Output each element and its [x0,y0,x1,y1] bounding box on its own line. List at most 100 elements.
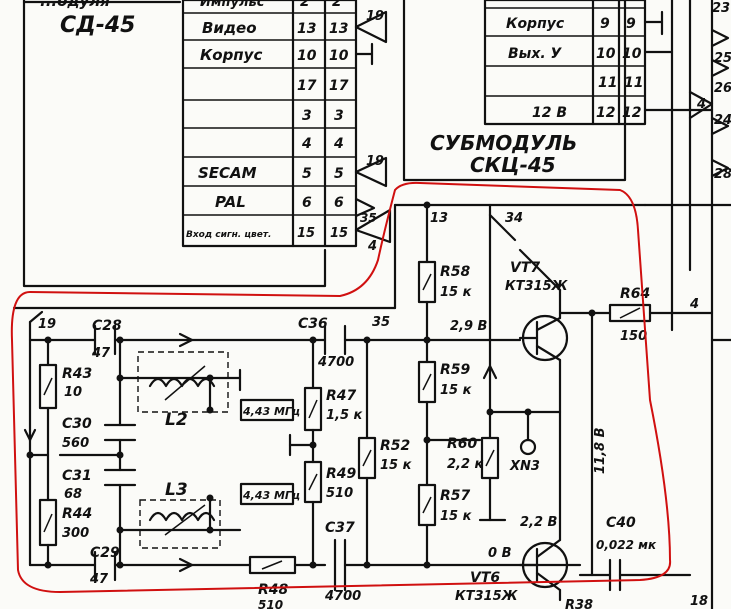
R57-ref: R57 [440,488,471,504]
C31-ref: C31 [62,468,92,484]
R44-value: 300 [62,526,89,541]
R48-ref: R48 [258,582,289,598]
C28-value: 47 [91,346,111,361]
R64-ref: R64 [620,286,650,302]
skc-marker: 4 [696,97,706,112]
C31-value: 68 [64,487,82,502]
inductors [137,351,229,549]
node-4: 4 [689,297,699,312]
C29-value: 47 [89,572,109,587]
sd-pin-a: 13 [297,21,316,37]
sd-marker: 4 [367,239,377,254]
frequency-tags [239,398,295,506]
R44-ref: R44 [62,506,92,522]
skc-pin-signal: Корпус [506,16,565,32]
sd-pin-signal: Импульс [200,0,265,10]
sd-pin-b: 17 [329,78,349,94]
C36-ref: C36 [298,316,328,332]
right-number: 28 [714,167,731,182]
sd-marker: 35 [360,211,377,225]
skc-pin-signal: Вых. У [508,46,563,62]
sd-pin-a: 15 [297,226,315,241]
C36-value: 4700 [317,355,354,370]
right-number: 23 [712,1,730,16]
F1-value: 4,43 МГц [242,405,300,418]
sd-pin-b: 15 [330,226,348,241]
node-13: 13 [430,211,448,226]
resistor-bodies [38,260,652,575]
R49-value: 510 [326,486,353,501]
sd-pin-a: 6 [302,195,312,211]
junction-dots [26,201,596,569]
L3-label: L3 [165,480,188,500]
sd-pin-b: 10 [329,48,349,64]
node-35: 35 [372,315,390,330]
skc-pin-a: 9 [600,16,610,32]
voltage-2-2: 2,2 В [520,515,558,530]
sd-pin-b: 4 [333,136,344,152]
R52-value: 15 к [380,458,413,473]
sd-pin-signal: PAL [215,193,246,211]
R59-ref: R59 [440,362,471,378]
R58-value: 15 к [440,285,473,300]
R47-value: 1,5 к [326,408,364,423]
sd-pin-signal: Видео [202,19,257,37]
C37-value: 4700 [324,589,361,604]
sd-pin-a: 3 [302,108,312,124]
skc-pin-signal: 12 В [532,105,567,121]
right-number: 26 [714,81,731,96]
sd-pin-signal: SECAM [198,164,257,182]
skc-pin-b: 10 [622,46,642,62]
sd-pin-a: 5 [302,166,312,182]
module-skc-frame [402,0,647,182]
R48-value: 510 [258,598,283,609]
sd-pin-a: 10 [297,48,317,64]
skc-pin-a: 12 [596,105,615,121]
R43-value: 10 [64,385,82,400]
skc-pin-b: 11 [624,75,643,91]
C37-ref: C37 [325,520,355,536]
C29-ref: C29 [90,545,120,561]
VT7-ref: VT7 [510,260,540,276]
node-18: 18 [690,594,708,609]
sd-side-connectors [354,10,392,244]
R60-value: 2,2 к [447,457,485,472]
sd-pin-a: 2 [300,0,310,10]
R59-value: 15 к [440,383,473,398]
sd-pin-a: 4 [301,136,312,152]
R43-ref: R43 [62,366,92,382]
C28-ref: C28 [92,318,122,334]
transistor-VT7 [518,314,569,362]
C30-value: 560 [62,436,89,451]
sd-pin-table [181,0,358,248]
R57-value: 15 к [440,509,473,524]
sd-pin-b: 3 [334,108,344,124]
voltage-0: 0 В [488,546,512,561]
R60-ref: R60 [447,436,478,452]
skc-pin-a: 10 [596,46,616,62]
node-34: 34 [505,211,523,226]
skc-pin-a: 11 [598,75,617,91]
sd-pin-b: 2 [332,0,342,10]
R49-ref: R49 [326,466,357,482]
VT6-type: КТ315Ж [455,589,519,604]
C40-value: 0,022 мк [596,538,657,552]
module-sd-name: СД-45 [60,13,136,38]
module-sd-frame [22,0,327,288]
sd-pin-b: 6 [334,195,344,211]
skc-title: СУБМОДУЛЬ [430,131,577,155]
skc-subtitle: СКЦ-45 [470,153,556,177]
right-number: 25 [714,51,731,66]
sd-marker: 19 [366,9,384,24]
module-sd-partial-title: ...одуля [40,0,110,10]
skc-pin-b: 9 [626,16,636,32]
C30-ref: C30 [62,416,92,432]
R47-ref: R47 [326,388,357,404]
node-19: 19 [38,317,56,332]
skc-pin-b: 12 [622,105,641,121]
skc-side-connectors [643,0,731,609]
L2-label: L2 [165,410,188,430]
VT6-ref: VT6 [470,570,500,586]
sd-pin-b: 13 [329,21,348,37]
